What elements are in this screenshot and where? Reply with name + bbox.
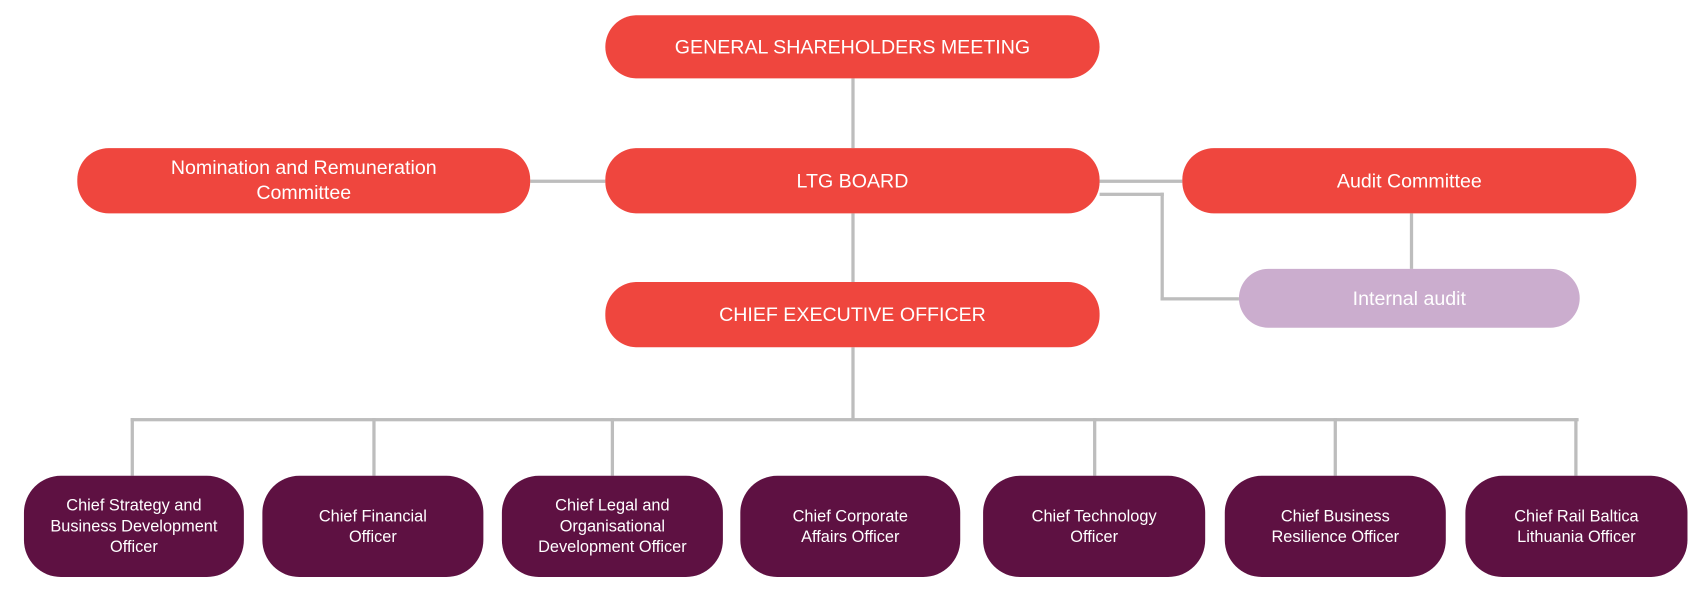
box-label: Chief Financial Officer — [318, 506, 427, 546]
box-label: Chief Corporate Affairs Officer — [792, 506, 908, 546]
connector — [610, 418, 615, 476]
connector — [1333, 418, 1337, 476]
box-label: Chief Rail Baltica Lithuania Officer — [1514, 506, 1639, 546]
connector — [851, 347, 855, 421]
connector — [1099, 192, 1164, 196]
connector — [1160, 192, 1164, 301]
connector — [851, 78, 855, 149]
box-label: LTG BOARD — [796, 169, 909, 192]
shareholders-meeting-box: GENERAL SHAREHOLDERS MEETING — [605, 15, 1100, 79]
board-box: LTG BOARD — [605, 148, 1100, 214]
connector — [1099, 179, 1183, 183]
audit-committee-box: Audit Committee — [1182, 148, 1637, 214]
connector — [372, 418, 376, 476]
officer-box: Chief Legal and Organisational Developme… — [501, 475, 723, 578]
officer-box: Chief Corporate Affairs Officer — [740, 475, 961, 578]
officer-box: Chief Rail Baltica Lithuania Officer — [1465, 475, 1688, 578]
officer-box: Chief Technology Officer — [983, 475, 1206, 578]
box-label: Nomination and Remuneration Committee — [170, 156, 437, 204]
box-label: GENERAL SHAREHOLDERS MEETING — [674, 35, 1031, 58]
box-label: Chief Legal and Organisational Developme… — [538, 496, 687, 557]
box-label: CHIEF EXECUTIVE OFFICER — [719, 303, 986, 325]
connector — [851, 213, 855, 282]
connector — [530, 179, 606, 183]
nomination-committee-box: Nomination and Remuneration Committee — [77, 148, 531, 214]
connector — [1093, 418, 1097, 476]
officer-box: Chief Financial Officer — [262, 475, 484, 578]
connector — [1574, 418, 1578, 476]
box-label: Chief Business Resilience Officer — [1271, 506, 1400, 546]
connector — [130, 418, 134, 476]
box-label: Internal audit — [1352, 286, 1466, 309]
officer-box: Chief Business Resilience Officer — [1224, 475, 1446, 578]
box-label: Chief Technology Officer — [1031, 506, 1157, 546]
connector — [1160, 297, 1239, 301]
connector — [1409, 213, 1414, 269]
internal-audit-box: Internal audit — [1238, 268, 1580, 328]
box-label: Chief Strategy and Business Development … — [50, 496, 218, 557]
ceo-box: CHIEF EXECUTIVE OFFICER — [605, 281, 1100, 348]
officer-box: Chief Strategy and Business Development … — [23, 475, 244, 578]
connector — [130, 418, 1579, 422]
box-label: Audit Committee — [1336, 169, 1482, 192]
